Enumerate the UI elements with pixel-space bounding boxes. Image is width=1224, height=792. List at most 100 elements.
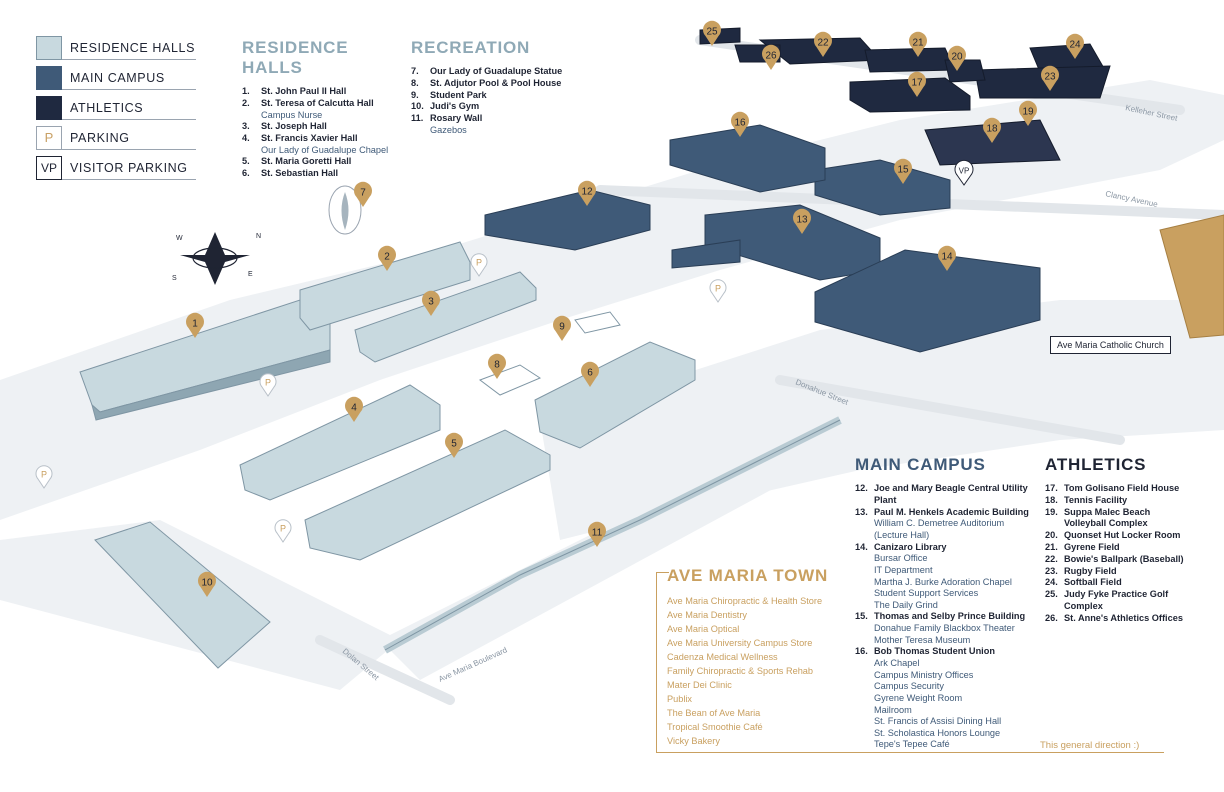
map-pin-25[interactable]: 25 [703,20,722,46]
list-item-name: St. Joseph Hall [261,121,327,132]
map-pin-26[interactable]: 26 [762,44,780,70]
map-pin-4[interactable]: 4 [345,396,364,422]
map-pin-14[interactable]: 14 [938,245,956,271]
compass-n: N [256,233,261,240]
list-item-name: Our Lady of Guadalupe Statue [430,66,563,76]
list-item: 22.Bowie's Ballpark (Baseball) [1045,554,1195,566]
town-item: Ave Maria Chiropractic & Health Store [667,596,823,606]
list-item-name: Judi's Gym [430,101,480,112]
map-pin-label: 4 [351,403,357,414]
parking-marker[interactable]: P [709,279,727,303]
town-item: Ave Maria Optical [667,624,740,634]
map-pin-22[interactable]: 22 [814,31,832,57]
pool-house-8 [478,364,542,396]
parking-marker-label: P [715,284,721,294]
map-pin-label: 5 [451,439,457,450]
map-pin-icon [198,571,217,597]
map-pin-11[interactable]: 11 [588,521,606,547]
map-pin-icon [354,181,373,207]
parking-marker-label: P [265,378,271,388]
town-frame [656,572,669,753]
list-item-name: Bob Thomas Student Union [874,646,995,657]
map-pin-24[interactable]: 24 [1066,33,1084,59]
map-pin-label: 16 [734,118,746,129]
list-item: 2.St. Teresa of Calcutta Hall [242,98,407,110]
map-pin-label: 1 [192,319,198,330]
list-item: 25.Judy Fyke Practice Golf Complex [1045,589,1195,613]
town-direction-line [656,752,1164,753]
list-item-number: 24. [1045,577,1058,588]
parking-marker[interactable]: P [35,465,53,489]
map-pin-icon [762,44,780,70]
list-item-name: Paul M. Henkels Academic Building [874,506,1029,517]
map-pin-label: 21 [912,38,924,49]
key-row-athletics: ATHLETICS [36,96,196,126]
list-item-number: 26. [1045,612,1058,623]
student-park-9 [574,311,621,334]
map-pin-9[interactable]: 9 [553,315,571,341]
town-item: Vicky Bakery [667,736,720,746]
map-pin-8[interactable]: 8 [488,353,506,379]
map-pin-icon [703,20,722,46]
list-item-sub: Our Lady of Guadalupe Chapel [261,144,389,155]
map-pin-17[interactable]: 17 [908,71,926,97]
courts-18-19 [924,119,1061,166]
parking-marker[interactable]: P [470,253,488,277]
list-item-name: Joe and Mary Beagle Central Utility Plan… [874,483,1028,505]
list-item-number: 21. [1045,541,1058,552]
list-item-number: 23. [1045,565,1058,576]
list-item-name: Tom Golisano Field House [1064,483,1180,493]
visitor-parking-marker[interactable]: VP [954,159,974,186]
map-pin-6[interactable]: 6 [581,361,600,387]
parking-pin-icon [709,279,727,303]
parking-marker[interactable]: P [274,519,292,543]
map-pin-20[interactable]: 20 [948,45,967,71]
map-pin-18[interactable]: 18 [983,117,1001,143]
map-pin-icon [909,31,928,57]
map-pin-1[interactable]: 1 [186,312,205,338]
list-item: 14.Canizaro Library [855,542,1035,554]
map-pin-23[interactable]: 23 [1041,65,1059,91]
field-23 [974,65,1111,99]
parking-marker[interactable]: P [259,373,277,397]
map-pin-3[interactable]: 3 [421,290,440,316]
map-pin-16[interactable]: 16 [731,111,749,137]
building-6 [534,341,696,449]
map-pin-label: 13 [796,215,808,226]
map-pin-icon [1041,65,1059,91]
map-pin-21[interactable]: 21 [909,31,928,57]
map-pin-19[interactable]: 19 [1019,100,1037,126]
town-item: Tropical Smoothie Café [667,722,763,732]
building-20 [944,59,986,83]
list-item-sub: Campus Nurse [261,109,323,120]
map-pin-12[interactable]: 12 [578,180,596,206]
main-campus-items: 12.Joe and Mary Beagle Central Utility P… [855,483,1035,751]
visitor-parking-icon: VP [36,156,62,180]
list-item-sub: The Daily Grind [874,599,938,610]
map-pin-2[interactable]: 2 [377,245,396,271]
map-pin-13[interactable]: 13 [793,208,812,234]
map-pin-5[interactable]: 5 [445,432,463,458]
map-pin-label: 25 [706,27,718,38]
map-pin-15[interactable]: 15 [894,158,913,184]
list-item-sub: St. Scholastica Honors Lounge [874,727,1001,738]
map-pin-label: 8 [494,360,500,371]
main-campus-list: MAIN CAMPUS 12.Joe and Mary Beagle Centr… [855,455,1035,751]
list-item-number: 20. [1045,530,1058,541]
list-item-sub: Bursar Office [874,553,928,564]
list-item: 15.Thomas and Selby Prince Building [855,611,1035,623]
map-pin-10[interactable]: 10 [198,571,217,597]
list-item: 5.St. Maria Goretti Hall [242,156,407,168]
town-item: Ave Maria University Campus Store [667,638,813,648]
list-item-number: 4. [242,132,250,143]
list-item-name: Suppa Malec Beach Volleyball Complex [1064,506,1151,529]
list-item: 10.Judi's Gym [411,101,576,113]
list-item-sub: Ark Chapel [874,658,920,669]
town-direction-note: This general direction :) [1040,740,1140,751]
map-pin-icon [488,353,506,379]
map-pin-7[interactable]: 7 [354,181,373,207]
town-item: Mater Dei Clinic [667,680,732,690]
ave-maria-church [1159,214,1224,339]
